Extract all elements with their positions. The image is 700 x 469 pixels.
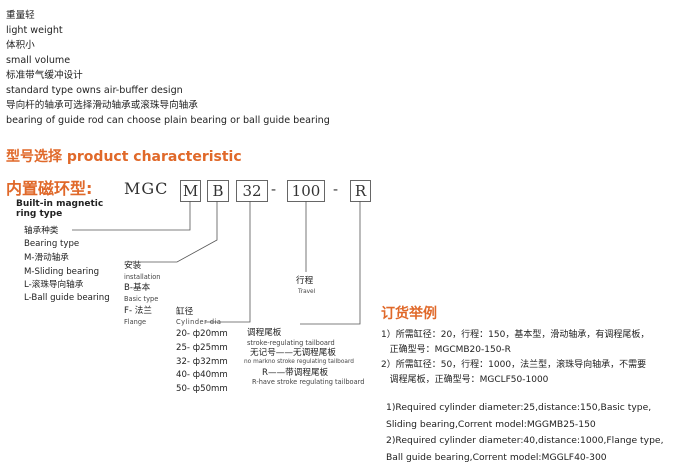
install-b-cn: B-基本 <box>124 283 151 293</box>
bearing-title-en: Bearing type <box>24 239 80 249</box>
cylinder-title-en: Cylinder dia <box>176 318 222 326</box>
order-title: 订货举例 <box>381 306 437 322</box>
model-type-cn: 内置磁环型: <box>6 179 93 198</box>
tailboard-r-en: R-have stroke regulating tailboard <box>252 378 365 386</box>
model-box-tailboard: R <box>350 180 371 202</box>
model-type-en: Built-in magnetic ring type <box>16 199 104 219</box>
order-cn-line: 调程尾板，正确型号：MGCLF50-1000 <box>381 375 549 385</box>
order-en-line: Sliding bearing,Corrent model:MGGMB25-15… <box>386 418 596 430</box>
order-en-list: 1)Required cylinder diameter:25,distance… <box>386 400 664 466</box>
tailboard-none-en: no markno stroke regulating tailboard <box>244 359 354 365</box>
cylinder-title-cn: 缸径 <box>176 307 194 317</box>
model-box-bore: 32 <box>236 180 268 202</box>
feature-line: standard type owns air-buffer design <box>6 85 183 96</box>
install-f-en: Flange <box>124 318 147 326</box>
bearing-l-en: L-Ball guide bearing <box>24 293 110 303</box>
order-cn-line: 1）所需缸径：20，行程：150，基本型，滑动轴承，有调程尾板， <box>381 330 650 340</box>
order-en-line: Ball guide bearing,Corrent model:MGGLF40… <box>386 451 607 463</box>
order-en-line: 1)Required cylinder diameter:25,distance… <box>386 402 652 413</box>
feature-line: light weight <box>6 25 63 36</box>
feature-line: 导向杆的轴承可选择滑动轴承或滚珠导向轴承 <box>6 100 198 111</box>
cylinder-item: 50- ф50mm <box>176 384 228 394</box>
cylinder-item: 32- ф32mm <box>176 357 228 367</box>
model-dash: - <box>333 180 339 198</box>
stroke-title-cn: 行程 <box>296 276 314 286</box>
feature-line: 体积小 <box>6 40 35 51</box>
model-box-install: B <box>207 180 229 202</box>
feature-line: 重量轻 <box>6 10 35 21</box>
install-title-en: installation <box>124 273 161 281</box>
model-prefix: MGC <box>124 179 169 198</box>
bearing-title-cn: 轴承种类 <box>24 226 59 236</box>
tailboard-title-cn: 调程尾板 <box>247 328 282 338</box>
order-cn-line: 正确型号：MGCMB20-150-R <box>381 345 511 355</box>
tailboard-none-cn: 无记号——无调程尾板 <box>250 348 336 358</box>
bearing-m-cn: M-滑动轴承 <box>24 253 69 263</box>
feature-line: small volume <box>6 55 71 66</box>
model-box-bearing: M <box>180 180 201 202</box>
install-b-en: Basic type <box>124 295 159 303</box>
cylinder-item: 20- ф20mm <box>176 329 228 339</box>
bearing-m-en: M-Sliding bearing <box>24 267 100 277</box>
tailboard-r-cn: R——带调程尾板 <box>262 368 329 378</box>
feature-line: bearing of guide rod can choose plain be… <box>6 115 330 126</box>
order-cn-list: 1）所需缸径：20，行程：150，基本型，滑动轴承，有调程尾板， 正确型号：MG… <box>381 328 649 388</box>
order-en-line: 2)Required cylinder diameter:40,distance… <box>386 435 664 446</box>
stroke-title-en: Travel <box>298 289 316 295</box>
feature-line: 标准带气缓冲设计 <box>6 70 83 81</box>
cylinder-item: 40- ф40mm <box>176 370 228 380</box>
model-dash: - <box>271 180 277 198</box>
feature-list: 重量轻 light weight 体积小 small volume 标准带气缓冲… <box>6 8 330 128</box>
tailboard-title-en: stroke-regulating tailboard <box>247 339 335 347</box>
bearing-l-cn: L-滚珠导向轴承 <box>24 280 84 290</box>
section-title: 型号选择 product characteristic <box>6 149 242 165</box>
install-title-cn: 安装 <box>124 261 142 271</box>
install-f-cn: F- 法兰 <box>124 306 152 316</box>
order-cn-line: 2）所需缸径：50，行程：1000，法兰型，滚珠导向轴承，不需要 <box>381 360 647 370</box>
cylinder-item: 25- ф25mm <box>176 343 228 353</box>
